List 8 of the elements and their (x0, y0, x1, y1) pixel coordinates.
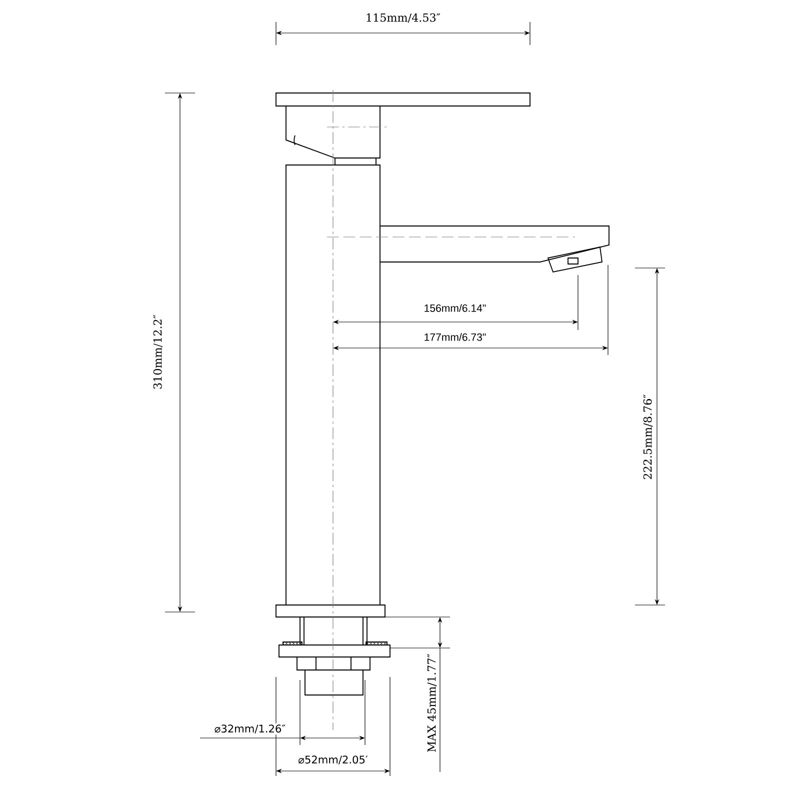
dimension-label: 115mm/4.53″ (364, 12, 442, 24)
dimension-label: ⌀32mm/1.26″ (213, 723, 287, 735)
dimension-label: 177mm/6.73" (422, 332, 488, 342)
dimension-label: 156mm/6.14" (422, 302, 488, 314)
dimension-label: 310mm/12.2″ (152, 313, 164, 391)
dimension-label: 222.5mm/8.76″ (642, 393, 654, 481)
dimension-label: MAX 45mm/1.77″ (426, 652, 438, 754)
dimension-label: ⌀52mm/2.05′ (296, 754, 370, 766)
